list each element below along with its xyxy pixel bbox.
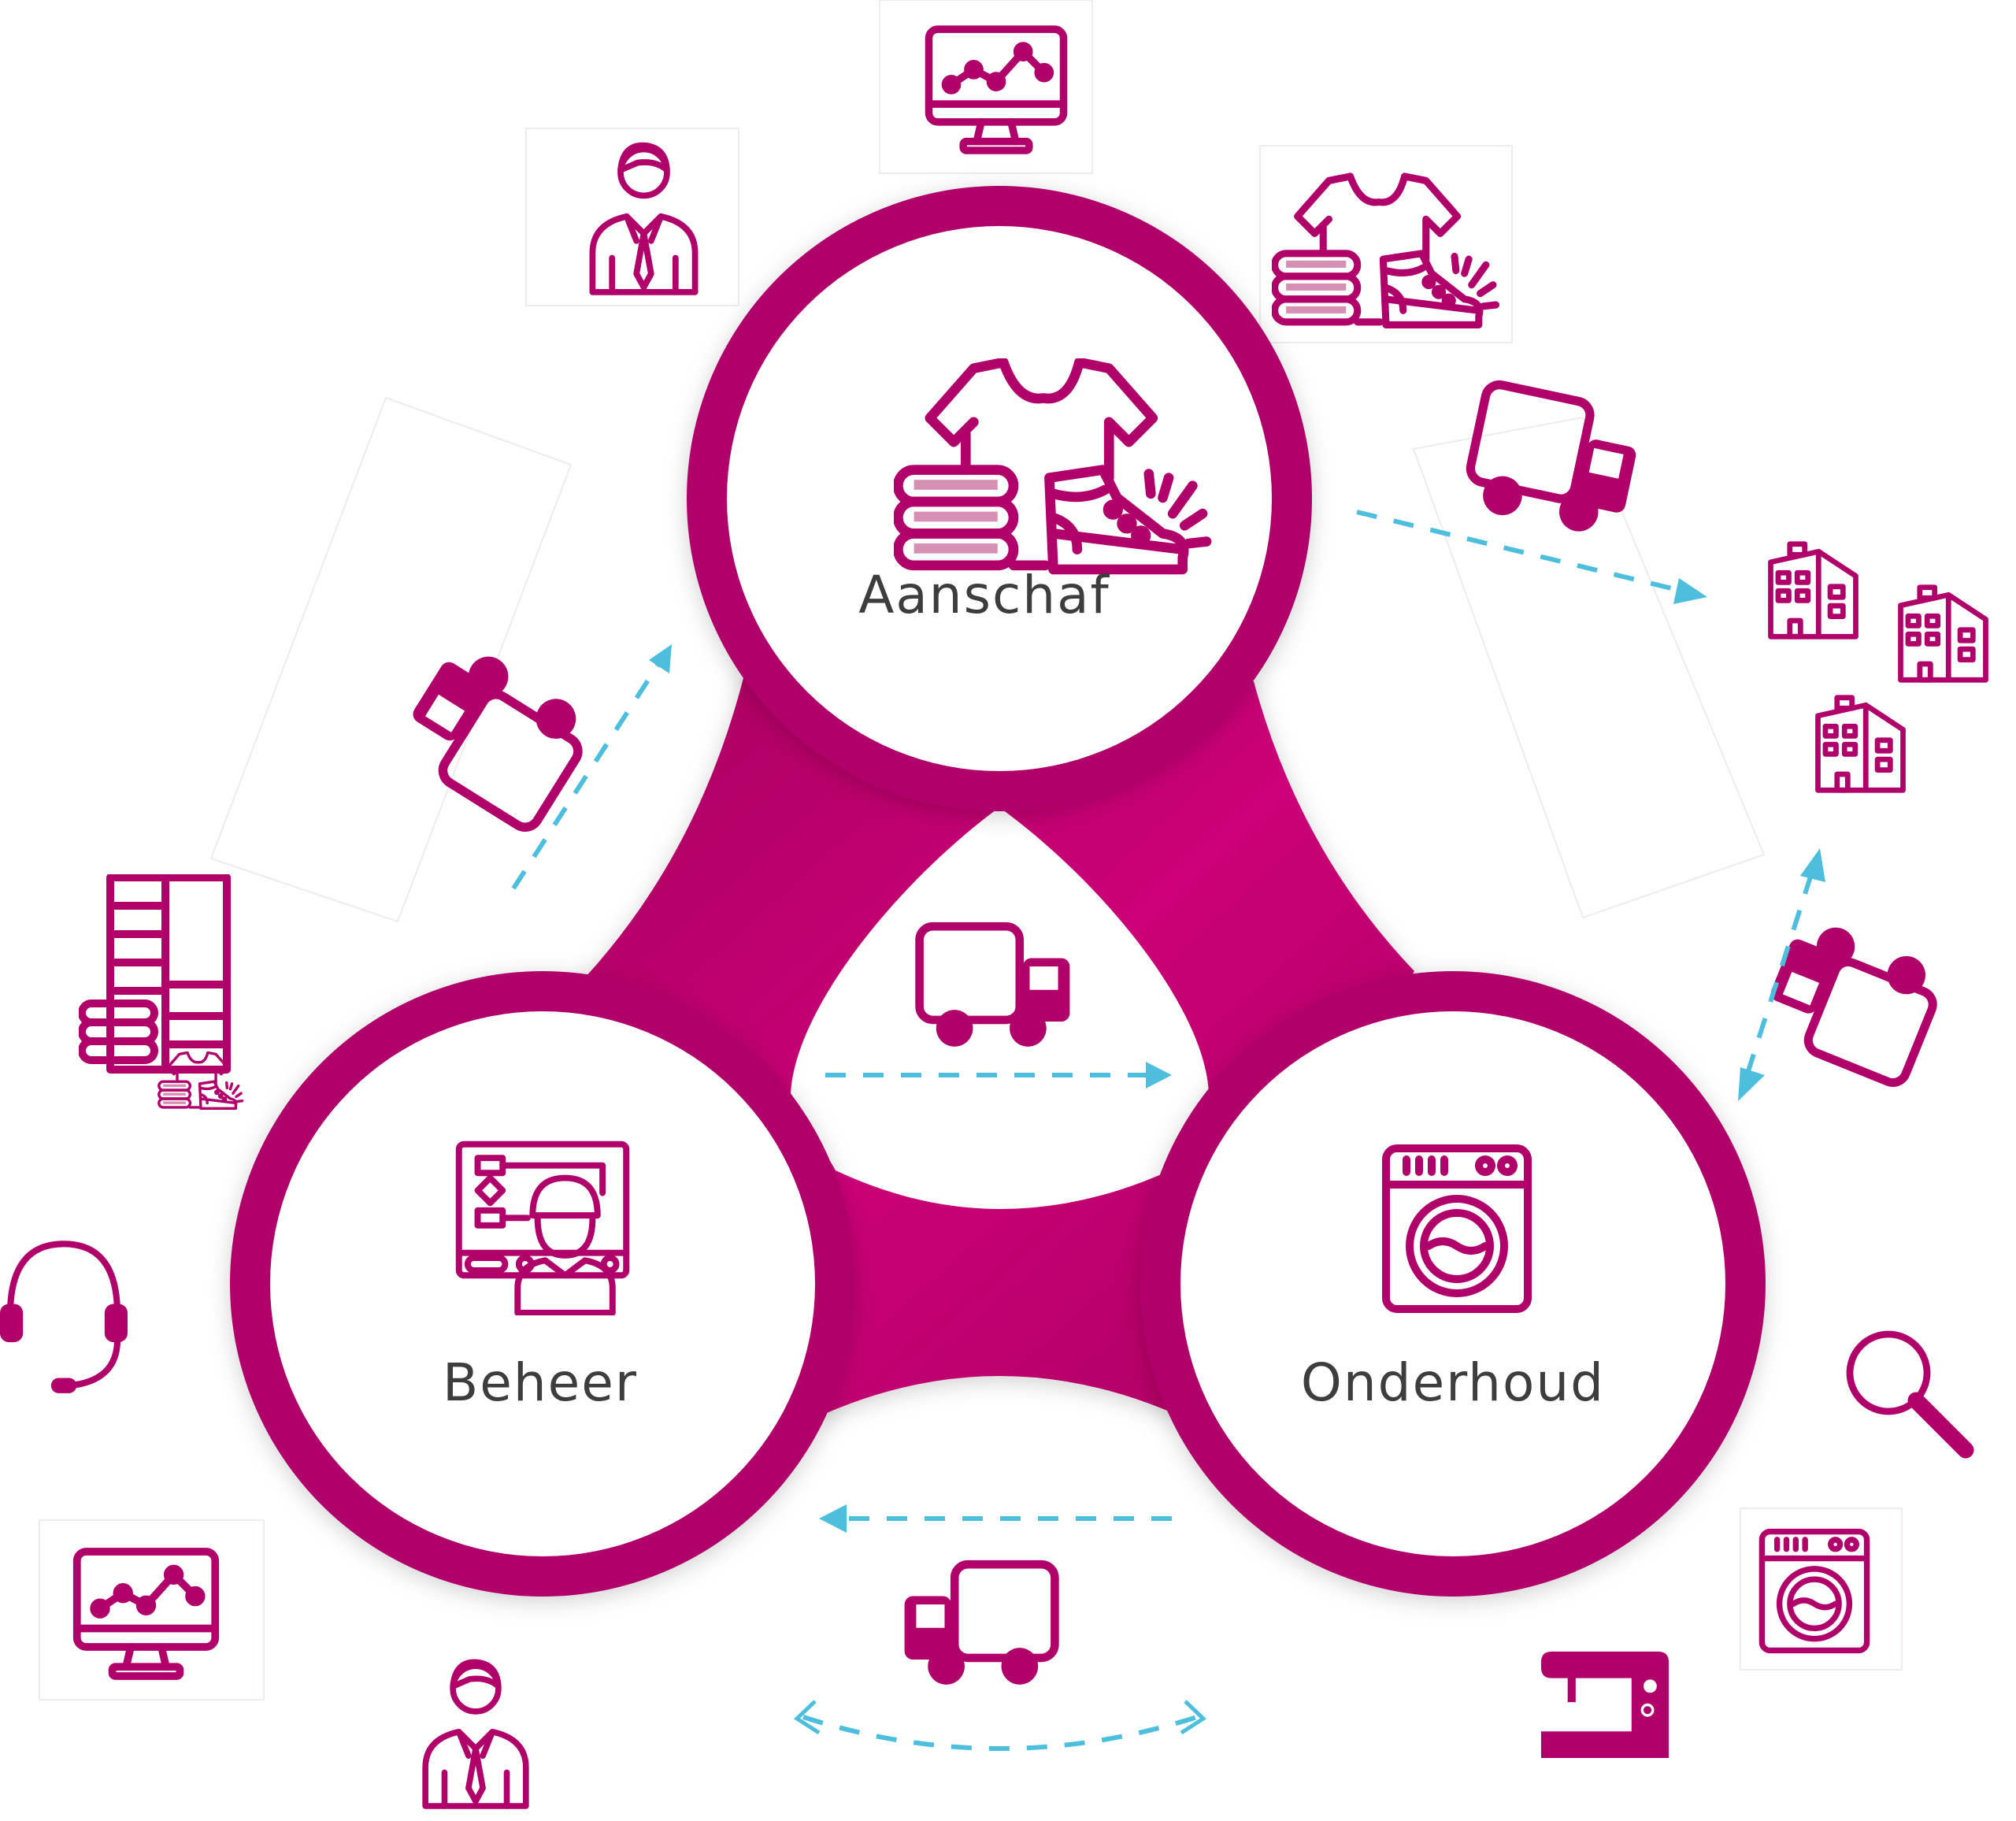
sewing-machine-icon	[1540, 1650, 1670, 1758]
businessman-icon	[425, 1662, 526, 1806]
arrow-left	[819, 1504, 1172, 1533]
node-beheer[interactable]	[230, 971, 855, 1597]
arrow-to-buildings	[1356, 510, 1707, 604]
node-label-aanschaf: Aanschaf	[858, 565, 1110, 625]
arrow-bidirectional-right	[1738, 848, 1825, 1101]
arrow-curved-bidirectional	[793, 1700, 1207, 1751]
node-onderhoud[interactable]	[1140, 971, 1766, 1597]
headset-icon	[0, 1244, 128, 1393]
node-label-onderhoud: Onderhoud	[1301, 1352, 1605, 1413]
arrow-right	[825, 1062, 1172, 1089]
node-label-beheer: Beheer	[443, 1352, 638, 1413]
magnifier-icon	[1850, 1334, 1966, 1450]
wardrobe-icon	[82, 877, 227, 1070]
delivery-truck-icon	[1756, 913, 1947, 1087]
delivery-truck-icon	[905, 1564, 1055, 1685]
office-buildings-icon	[1771, 544, 1986, 790]
arrow-to-aanschaf	[511, 644, 672, 890]
